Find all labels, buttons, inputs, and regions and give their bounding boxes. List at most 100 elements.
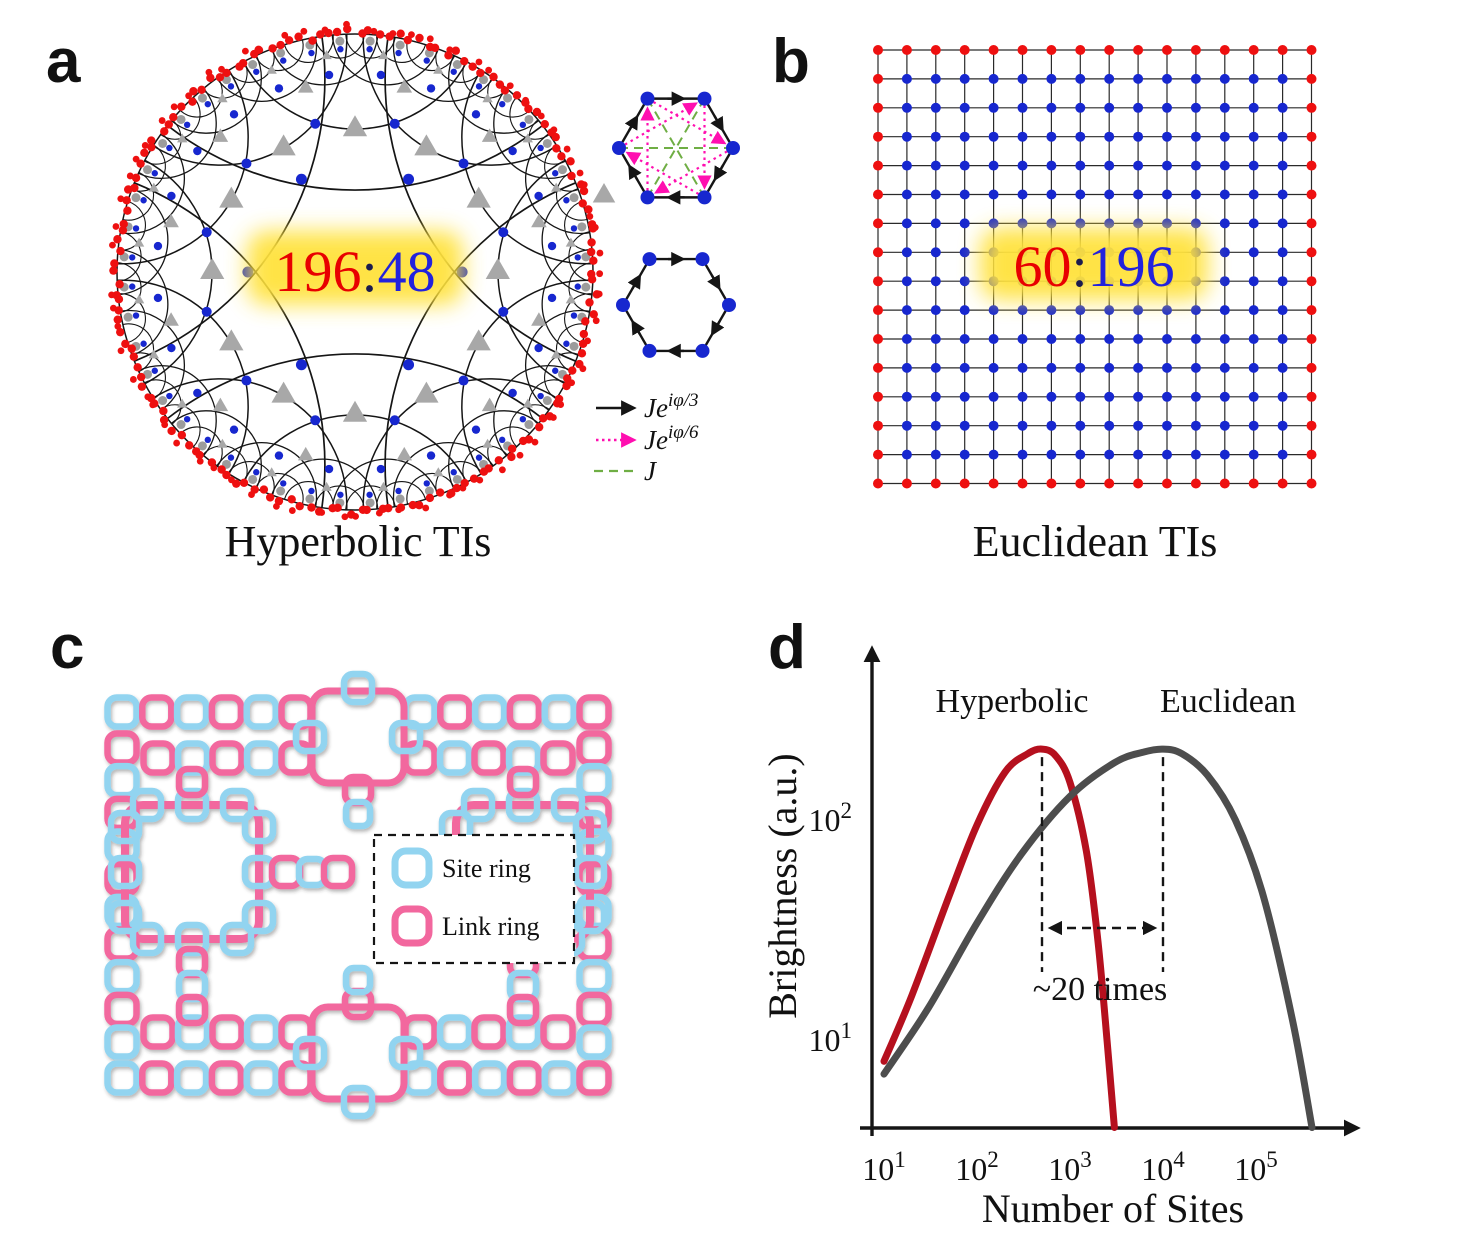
boundary-site	[132, 155, 140, 163]
bulk-site	[204, 436, 212, 444]
bulk-site	[930, 449, 941, 460]
site-ring	[436, 740, 473, 776]
boundary-site	[268, 44, 277, 53]
bulk-site	[988, 102, 999, 113]
geodesic-edge	[345, 485, 396, 510]
boundary-blob	[143, 165, 153, 175]
boundary-site	[321, 26, 329, 34]
bulk-site	[959, 420, 970, 431]
boundary-site	[873, 131, 883, 142]
geodesic-edge	[448, 55, 540, 134]
bulk-site	[324, 464, 334, 474]
face-marker-triangle	[482, 438, 493, 448]
bulk-site	[1219, 391, 1230, 402]
face-marker-triangle	[148, 349, 160, 359]
bulk-site	[389, 415, 400, 426]
geodesic-edge	[568, 262, 593, 313]
face-marker-triangle	[481, 397, 498, 412]
link-ring	[576, 991, 612, 1028]
boundary-site	[425, 493, 435, 503]
boundary-site	[185, 92, 193, 100]
bulk-site	[426, 451, 436, 460]
boundary-site	[444, 51, 453, 60]
x-tick-label: 101	[862, 1147, 906, 1187]
bulk-site	[1277, 276, 1288, 287]
geodesic-edge	[120, 309, 185, 411]
geodesic-edge	[216, 37, 318, 102]
peak-ratio-annotation: ~20 times	[1033, 971, 1168, 1008]
ratio-colon-a: :	[361, 239, 377, 304]
ratio-colon-b: :	[1071, 234, 1087, 299]
boundary-site	[408, 31, 415, 39]
boundary-site	[873, 276, 883, 287]
bulk-site	[129, 283, 136, 290]
bulk-site	[295, 173, 307, 185]
bulk-site	[901, 334, 912, 344]
boundary-site	[576, 169, 584, 177]
bulk-site	[959, 305, 970, 316]
boundary-site	[136, 372, 146, 382]
bulk-site	[229, 425, 239, 434]
geodesic-edge	[271, 458, 379, 509]
boundary-site	[256, 46, 264, 54]
bulk-site	[959, 102, 970, 113]
bulk-site	[1017, 334, 1028, 344]
hexagon-site	[697, 190, 712, 205]
geodesic-edge	[117, 231, 142, 282]
geodesic-edge	[271, 35, 379, 86]
bulk-site	[1219, 449, 1230, 460]
link-ring	[320, 854, 356, 890]
boundary-site	[507, 452, 516, 462]
bulk-site	[1046, 334, 1057, 344]
geodesic-edge	[166, 353, 544, 420]
panel-a: a 196:48 Jeiφ/3 Jeiφ/6 J Hyperbolic TIs	[46, 20, 740, 566]
site-ring	[541, 694, 577, 730]
bulk-site	[959, 73, 970, 84]
bulk-site	[151, 367, 158, 374]
link-ring	[576, 730, 612, 766]
boundary-site	[210, 464, 218, 472]
boundary-site	[873, 218, 883, 229]
bulk-site	[988, 131, 999, 142]
bulk-site	[901, 420, 912, 431]
geodesic-edge	[170, 55, 262, 134]
bulk-site	[1162, 334, 1172, 344]
boundary-site	[587, 275, 597, 284]
bulk-site	[930, 305, 941, 316]
face-marker-triangle	[481, 128, 498, 142]
boundary-site	[376, 30, 385, 39]
boundary-site	[1046, 478, 1057, 489]
bulk-site	[1046, 102, 1057, 113]
boundary-site	[531, 438, 539, 446]
boundary-site	[516, 451, 524, 459]
bulk-count-b: 196	[1088, 234, 1175, 299]
bulk-site	[1075, 189, 1086, 200]
bulk-site	[324, 70, 334, 80]
boundary-blob	[335, 36, 345, 46]
geodesic-edge	[493, 87, 572, 179]
boundary-site	[587, 238, 596, 247]
boundary-site	[241, 47, 249, 55]
bulk-site	[1248, 131, 1259, 142]
boundary-site	[534, 422, 544, 432]
geodesic-edge	[138, 365, 217, 457]
bulk-site	[519, 121, 527, 129]
boundary-site	[873, 334, 883, 344]
bulk-site	[1075, 305, 1086, 316]
bulk-site	[140, 340, 147, 347]
bulk-site	[1046, 131, 1057, 142]
face-marker-triangle	[321, 481, 332, 491]
boundary-site	[167, 426, 176, 436]
boundary-site	[446, 46, 454, 54]
face-marker-triangle	[271, 381, 296, 403]
bulk-site	[959, 362, 970, 373]
face-marker-triangle	[378, 50, 389, 60]
boundary-site	[1104, 45, 1115, 55]
boundary-site	[318, 509, 326, 516]
boundary-site	[131, 173, 141, 183]
bulk-site	[1104, 420, 1115, 431]
bulk-site	[1248, 391, 1259, 402]
bulk-site	[1017, 449, 1028, 460]
face-marker-triangle	[217, 438, 228, 448]
nnn-coupling-arrow	[652, 101, 727, 145]
